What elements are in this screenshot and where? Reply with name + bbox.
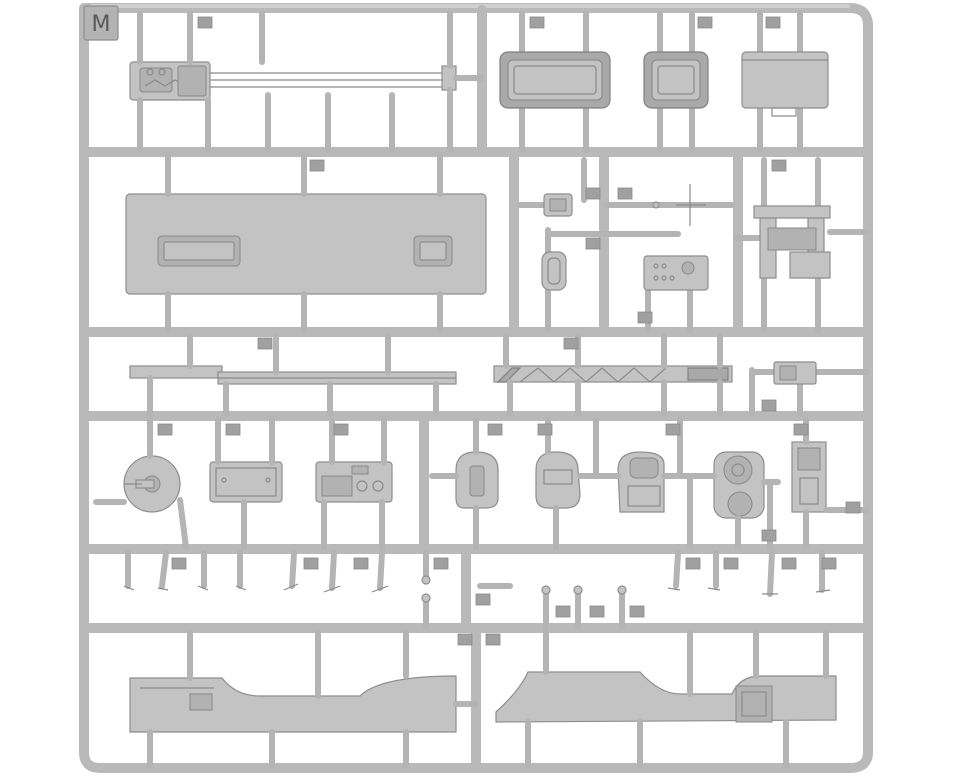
wheel-housing-part [713, 451, 765, 519]
valve-block-part [209, 461, 283, 503]
vertical-bracket-part [791, 441, 827, 513]
radio-unit-part [315, 461, 393, 503]
part-number-tags [157, 16, 861, 646]
row4-left-gates [93, 417, 387, 550]
gearbox-cover-part [617, 451, 665, 513]
round-hub-part [123, 455, 181, 513]
mount-bracket-part [753, 205, 831, 279]
rod-fitting-part [652, 184, 706, 226]
track-guard-left-part [129, 675, 457, 733]
small-levers-row [123, 550, 831, 629]
hatch-frame-small-part [643, 51, 709, 109]
control-box-part [643, 255, 709, 291]
vertical-runners [419, 5, 743, 771]
small-housing-part [773, 361, 817, 385]
truss-frame-part [493, 365, 733, 383]
cover-plate-b-part [535, 451, 581, 509]
sprue-letter: M [92, 12, 111, 37]
breech-assembly-part [129, 61, 457, 101]
outer-frame-runner [79, 3, 873, 773]
hull-panel-part [125, 193, 487, 295]
small-bracket-part [543, 193, 573, 217]
cover-plate-a-part [455, 451, 499, 509]
long-rail-part [129, 365, 457, 385]
row6-gates [147, 629, 829, 769]
armor-plate-part [741, 51, 829, 117]
hatch-frame-large-part [499, 51, 611, 109]
cylinder-part [541, 251, 567, 291]
row1-gates [137, 11, 803, 153]
track-guard-right-part [495, 671, 837, 723]
sprue-logo-tab: M [83, 5, 119, 41]
